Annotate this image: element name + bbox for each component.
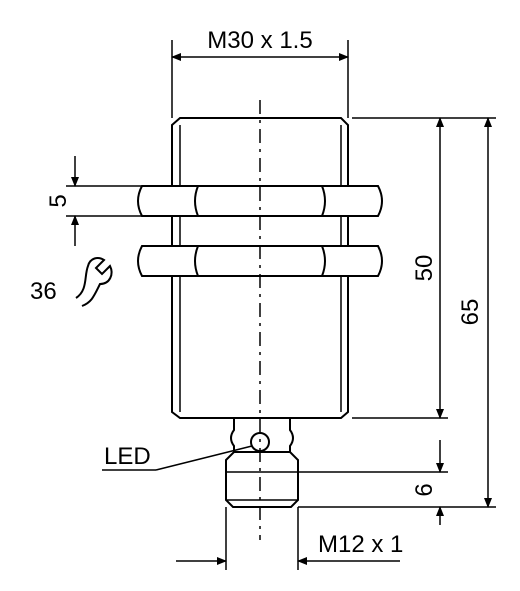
dimension-thread-bottom: M12 x 1 <box>176 507 403 570</box>
dimension-body-length: 50 <box>352 117 448 419</box>
dimension-nut-thickness: 5 <box>45 156 142 246</box>
dimension-total-length: 65 <box>298 117 496 508</box>
dimension-thread-top: M30 x 1.5 <box>171 27 349 118</box>
dimension-connector-length: 6 <box>298 440 448 525</box>
label-thread-top: M30 x 1.5 <box>207 27 312 54</box>
label-thread-bottom: M12 x 1 <box>318 531 403 558</box>
label-body-length: 50 <box>411 255 438 282</box>
label-connector-length: 6 <box>411 483 438 496</box>
open-end-wrench-icon <box>75 257 113 307</box>
label-total-length: 65 <box>457 299 484 326</box>
sensor-neck <box>230 418 294 453</box>
label-led: LED <box>104 443 151 470</box>
led-callout: LED <box>102 443 253 471</box>
label-nut-thickness: 5 <box>45 194 72 207</box>
label-wrench-size: 36 <box>30 278 57 305</box>
m12-connector <box>225 451 299 508</box>
hex-nut-lower <box>137 245 383 277</box>
wrench-size: 36 <box>30 257 113 307</box>
